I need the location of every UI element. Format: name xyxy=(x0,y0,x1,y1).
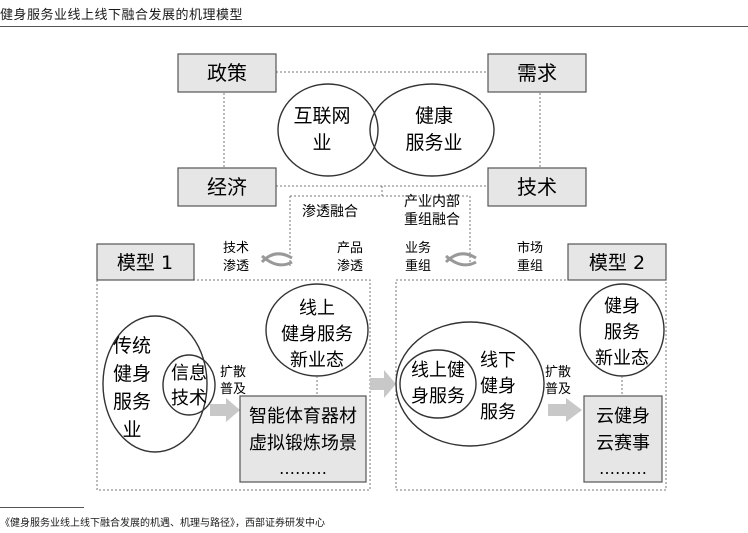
model2-diffusion-arrow xyxy=(548,398,582,422)
source-note: 《健身服务业线上线下融合发展的机遇、机理与路径》，西部证券研发中心 xyxy=(0,518,325,529)
factor-demand-label: 需求 xyxy=(517,61,557,85)
model2-offline-3: 服务 xyxy=(480,402,516,423)
business-restructuring-label-1: 业务 xyxy=(405,240,431,256)
product-penetration-label-1: 产品 xyxy=(337,241,363,256)
model2-products-box xyxy=(583,395,663,483)
model1-diffusion-label-2: 普及 xyxy=(220,382,246,397)
factor-policy-label: 政策 xyxy=(207,61,247,85)
factor-technology: 技术 xyxy=(487,167,587,207)
mode-restructuring-label-1: 产业内部 xyxy=(404,194,460,210)
model1-traditional-1: 传统 xyxy=(113,335,151,357)
model2-newform-1: 健身 xyxy=(604,296,640,317)
model1-traditional-4: 业 xyxy=(122,419,141,441)
model2-online-1: 线上健 xyxy=(411,360,465,381)
internet-label-1: 互联网 xyxy=(293,105,350,127)
exchange-arrow-right xyxy=(444,252,477,267)
model1-infotech-circle xyxy=(162,354,216,416)
model2-panel xyxy=(395,243,667,491)
market-restructuring-label-2: 重组 xyxy=(517,258,543,274)
exchange-arrow-left xyxy=(260,252,293,267)
industry-venn xyxy=(277,83,495,177)
market-restructuring-label-1: 市场 xyxy=(517,240,543,256)
model2-offline-2: 健身 xyxy=(480,376,516,397)
model1-label: 模型 1 xyxy=(117,252,173,274)
model2-newform-2: 服务 xyxy=(604,322,640,343)
model2-diffusion-label-2: 普及 xyxy=(545,382,571,397)
tech-penetration-label-1: 技术 xyxy=(223,241,249,256)
model2-product-1: 云健身 xyxy=(596,406,650,427)
health-label-1: 健康 xyxy=(415,105,453,127)
tech-penetration-label-2: 渗透 xyxy=(223,259,249,274)
model1-infotech-2: 技术 xyxy=(171,388,207,409)
top-rule xyxy=(0,26,748,27)
model1-product-3: ……… xyxy=(279,459,327,478)
product-penetration-label-2: 渗透 xyxy=(337,259,363,274)
model1-product-2: 虚拟锻炼场景 xyxy=(249,433,357,454)
model1-newform-1: 线上 xyxy=(299,298,335,319)
model2-product-3: ……… xyxy=(599,459,647,478)
model2-offline-1: 线下 xyxy=(480,350,516,371)
business-restructuring-label-2: 重组 xyxy=(405,258,431,274)
mode-restructuring-label-2: 重组融合 xyxy=(404,212,460,228)
model2-online-2: 身服务 xyxy=(411,386,465,407)
model1-diffusion-label-1: 扩散 xyxy=(220,365,246,380)
model1-newform-3: 新业态 xyxy=(290,350,344,371)
model2-product-2: 云赛事 xyxy=(596,433,650,454)
model1-traditional-3: 服务 xyxy=(113,391,151,413)
model1-panel xyxy=(96,243,371,491)
factor-policy: 政策 xyxy=(177,53,277,93)
model1-products-box xyxy=(239,395,367,483)
model2-newform-3: 新业态 xyxy=(595,348,649,369)
model1-infotech-1: 信息 xyxy=(171,363,207,384)
model1-newform-2: 健身服务 xyxy=(281,324,353,345)
factor-economy-label: 经济 xyxy=(207,175,247,199)
factor-demand: 需求 xyxy=(487,53,587,93)
figure-title: 健身服务业线上线下融合发展的机理模型 xyxy=(0,8,244,23)
model1-diffusion-arrow xyxy=(210,398,240,422)
model2-label: 模型 2 xyxy=(589,252,645,274)
mode-penetration-label: 渗透融合 xyxy=(302,204,358,220)
model1-product-1: 智能体育器材 xyxy=(249,406,357,427)
factor-technology-label: 技术 xyxy=(517,175,557,199)
model2-diffusion-label-1: 扩散 xyxy=(545,365,571,380)
health-label-2: 服务业 xyxy=(405,132,462,154)
health-service-circle xyxy=(369,83,495,177)
model1-traditional-2: 健身 xyxy=(113,363,151,385)
bottom-rule xyxy=(0,507,84,508)
model1-traditional-circle xyxy=(102,315,208,453)
model2-online-circle xyxy=(399,349,477,419)
model2-offline-circle xyxy=(395,321,545,447)
factor-economy: 经济 xyxy=(177,167,277,207)
model-transition-arrow xyxy=(370,370,396,398)
internet-circle xyxy=(277,83,379,177)
internet-label-2: 业 xyxy=(312,132,331,154)
factor-connectors xyxy=(223,71,541,266)
